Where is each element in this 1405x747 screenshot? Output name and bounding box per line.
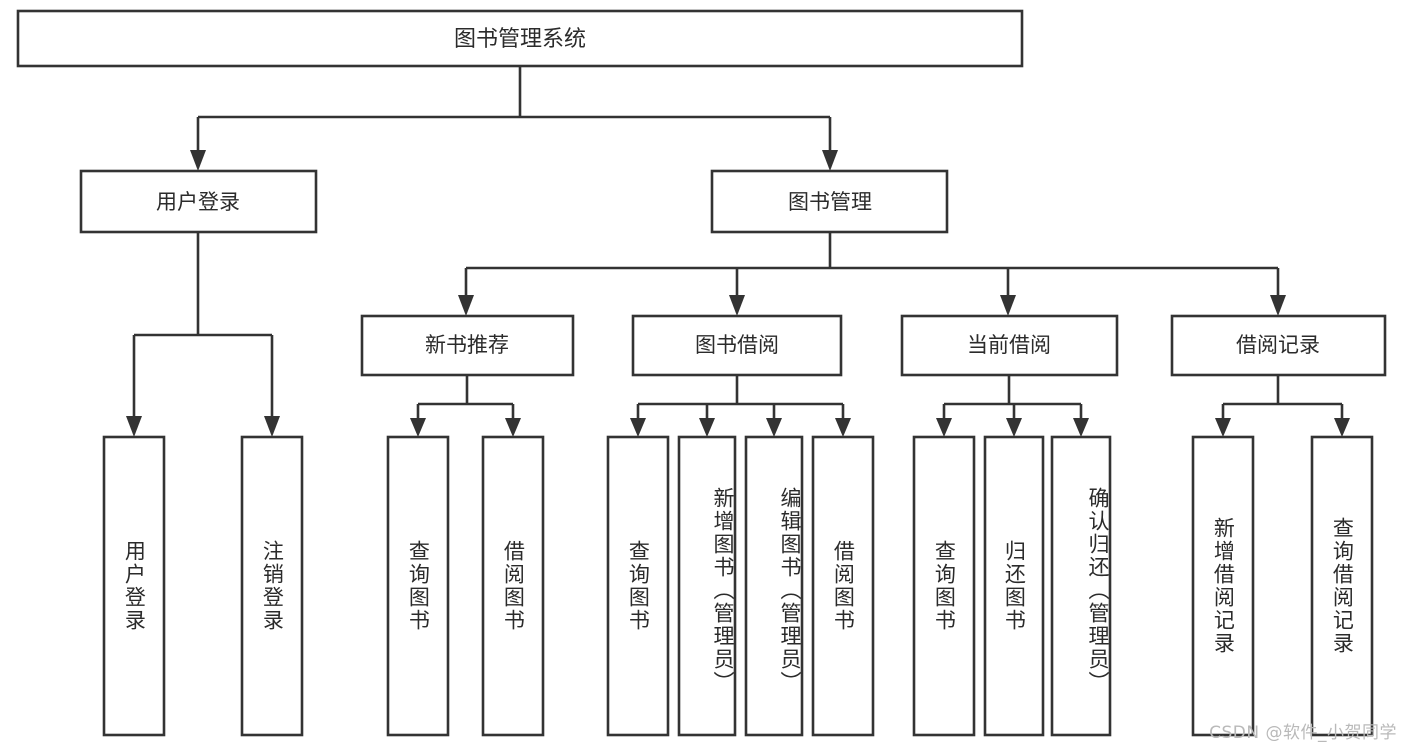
csdn-watermark: CSDN @软件_小贺同学: [1209, 723, 1397, 743]
leaf-box-query-borrow-record[interactable]: [1310, 435, 1374, 737]
arrow-head-icon: [729, 295, 745, 316]
connector-root-bus: [190, 66, 838, 171]
arrow-head-icon: [766, 418, 782, 437]
arrow-head-icon: [1073, 418, 1089, 437]
arrow-head-icon: [264, 416, 280, 437]
arrow-head-icon: [1000, 295, 1016, 316]
arrow-head-icon: [410, 418, 426, 437]
node-root[interactable]: 图书管理系统: [16, 9, 1024, 68]
arrow-head-icon: [190, 150, 206, 171]
node-new-book-recommend-label: 新书推荐: [425, 333, 509, 357]
node-book-management[interactable]: 图书管理: [710, 169, 949, 234]
connector-book-borrow-bus: [630, 375, 851, 437]
leaf-box-query-book-3[interactable]: [912, 435, 976, 737]
node-book-management-label: 图书管理: [788, 190, 872, 214]
leaf-box-return-book[interactable]: [983, 435, 1045, 737]
arrow-head-icon: [1006, 418, 1022, 437]
leaf-box-borrow-book-2[interactable]: [811, 435, 875, 737]
leaf-box-add-borrow-record[interactable]: [1191, 435, 1255, 737]
leaf-box-confirm-return-admin[interactable]: [1050, 435, 1112, 737]
node-borrow-records[interactable]: 借阅记录: [1170, 314, 1387, 377]
node-borrow-records-label: 借阅记录: [1236, 333, 1320, 357]
node-current-borrow[interactable]: 当前借阅: [900, 314, 1119, 377]
node-current-borrow-box[interactable]: [900, 314, 1119, 377]
node-user-login[interactable]: 用户登录: [79, 169, 318, 234]
leaf-box-user-login[interactable]: [102, 435, 166, 737]
arrow-head-icon: [699, 418, 715, 437]
connector-user-login-bus: [126, 232, 280, 437]
connector-current-borrow-bus: [936, 375, 1089, 437]
node-user-login-label: 用户登录: [156, 190, 240, 214]
leaf-box-add-book-admin[interactable]: [677, 435, 737, 737]
connector-borrow-records-bus: [1215, 375, 1350, 437]
arrow-head-icon: [822, 150, 838, 171]
leaf-box-edit-book-admin[interactable]: [744, 435, 804, 737]
leaf-box-query-book-1[interactable]: [386, 435, 450, 737]
arrow-head-icon: [458, 295, 474, 316]
node-new-book-recommend-box[interactable]: [360, 314, 575, 377]
arrow-head-icon: [835, 418, 851, 437]
node-new-book-recommend[interactable]: 新书推荐: [360, 314, 575, 377]
arrow-head-icon: [630, 418, 646, 437]
node-book-borrow[interactable]: 图书借阅: [631, 314, 843, 377]
node-root-box[interactable]: [16, 9, 1024, 68]
leaf-box-logout-login[interactable]: [240, 435, 304, 737]
node-root-label: 图书管理系统: [454, 27, 586, 52]
leaf-box-borrow-book-1[interactable]: [481, 435, 545, 737]
connector-book-management-bus: [458, 232, 1286, 316]
node-current-borrow-label: 当前借阅: [967, 333, 1051, 357]
arrow-head-icon: [936, 418, 952, 437]
leaf-box-query-book-2[interactable]: [606, 435, 670, 737]
arrow-head-icon: [1215, 418, 1231, 437]
arrow-head-icon: [1334, 418, 1350, 437]
arrow-head-icon: [1270, 295, 1286, 316]
node-user-login-box[interactable]: [79, 169, 318, 234]
arrow-head-icon: [505, 418, 521, 437]
arrow-head-icon: [126, 416, 142, 437]
node-book-borrow-label: 图书借阅: [695, 333, 779, 357]
connector-new-book-recommend-bus: [410, 375, 521, 437]
